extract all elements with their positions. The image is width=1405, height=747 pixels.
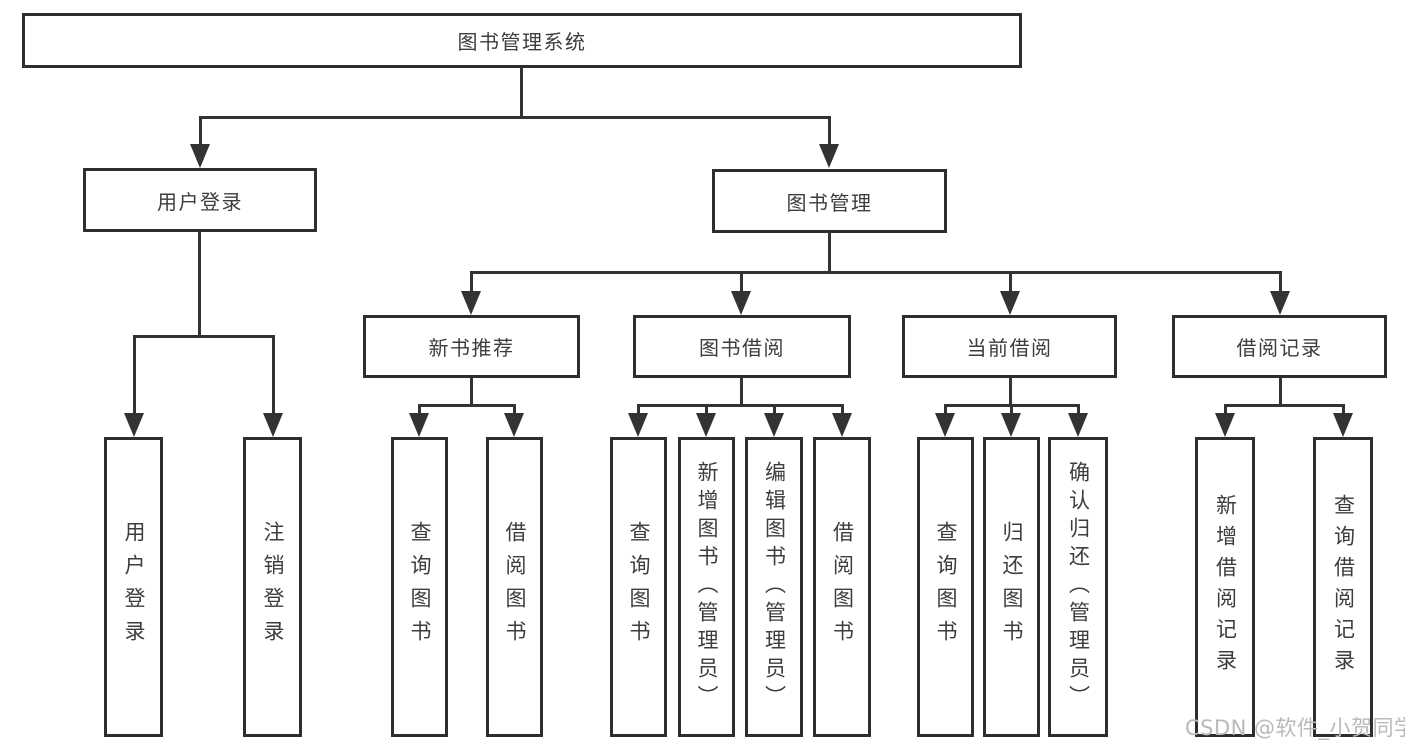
leaf-label: 借阅图书: [830, 521, 855, 653]
arrow-down-icon: [409, 404, 429, 437]
node-user-login: 用户登录: [83, 168, 317, 232]
arrow-down-icon: [461, 271, 481, 315]
arrow-down-icon: [832, 404, 852, 437]
arrow-down-icon: [263, 335, 283, 437]
arrow-down-icon: [628, 404, 648, 437]
connector-userlogin-bar: [133, 335, 275, 338]
leaf-label: 借阅图书: [503, 521, 527, 653]
leaf-label: 用户登录: [122, 521, 146, 653]
leaf-borrow-borrow-books: 借阅图书: [813, 437, 871, 737]
arrow-down-icon: [504, 404, 524, 437]
connector-level2-bar: [199, 116, 831, 119]
node-new-book-recommend: 新书推荐: [363, 315, 580, 378]
leaf-label: 查询图书: [934, 521, 958, 653]
leaf-label: 编辑图书（管理员）: [762, 461, 787, 713]
arrow-down-icon: [124, 335, 144, 437]
arrow-down-icon: [1333, 404, 1353, 437]
node-book-borrow: 图书借阅: [633, 315, 851, 378]
node-current-borrow: 当前借阅: [902, 315, 1117, 378]
leaf-borrow-query-books: 查询图书: [610, 437, 667, 737]
leaf-current-return-books: 归还图书: [983, 437, 1040, 737]
connector-bookborrow-bar: [637, 404, 844, 407]
arrow-down-icon: [819, 116, 839, 168]
connector-root-drop: [520, 67, 523, 119]
arrow-down-icon: [696, 404, 716, 437]
arrow-down-icon: [1001, 404, 1021, 437]
connector-newbook-bar: [418, 404, 516, 407]
leaf-label: 新增图书（管理员）: [695, 461, 719, 713]
leaf-current-confirm-return-admin: 确认归还（管理员）: [1048, 437, 1108, 737]
arrow-down-icon: [1068, 404, 1088, 437]
leaf-label: 注销登录: [261, 521, 285, 653]
leaf-label: 查询借阅记录: [1331, 494, 1356, 680]
arrow-down-icon: [1270, 271, 1290, 315]
leaf-current-query-books: 查询图书: [917, 437, 974, 737]
leaf-label: 新增借阅记录: [1213, 494, 1238, 680]
leaf-label: 归还图书: [1000, 521, 1024, 653]
arrow-down-icon: [1000, 271, 1020, 315]
leaf-borrow-edit-books-admin: 编辑图书（管理员）: [745, 437, 803, 737]
connector-records-drop: [1279, 378, 1282, 407]
leaf-newbook-borrow-books: 借阅图书: [486, 437, 543, 737]
leaf-label: 查询图书: [408, 521, 432, 653]
arrow-down-icon: [1215, 404, 1235, 437]
leaf-logout: 注销登录: [243, 437, 302, 737]
leaf-records-query-record: 查询借阅记录: [1313, 437, 1373, 737]
arrow-down-icon: [764, 404, 784, 437]
arrow-down-icon: [935, 404, 955, 437]
csdn-watermark: CSDN @软件_小贺同学: [1185, 716, 1405, 740]
connector-userlogin-drop: [198, 232, 201, 338]
leaf-label: 查询图书: [627, 521, 651, 653]
leaf-user-login: 用户登录: [104, 437, 163, 737]
node-borrow-records: 借阅记录: [1172, 315, 1387, 378]
node-book-management: 图书管理: [712, 169, 947, 233]
connector-currentborrow-drop: [1009, 378, 1012, 407]
leaf-newbook-query-books: 查询图书: [391, 437, 448, 737]
arrow-down-icon: [190, 116, 210, 168]
connector-records-bar: [1224, 404, 1345, 407]
leaf-label: 确认归还（管理员）: [1066, 461, 1091, 713]
connector-bookmgmt-drop: [828, 233, 831, 274]
leaf-records-add-record: 新增借阅记录: [1195, 437, 1255, 737]
leaf-borrow-add-books-admin: 新增图书（管理员）: [678, 437, 735, 737]
node-root-library-system: 图书管理系统: [22, 13, 1022, 68]
connector-level3-bar: [470, 271, 1281, 274]
connector-bookborrow-drop: [740, 378, 743, 407]
connector-newbook-drop: [470, 378, 473, 407]
arrow-down-icon: [731, 271, 751, 315]
